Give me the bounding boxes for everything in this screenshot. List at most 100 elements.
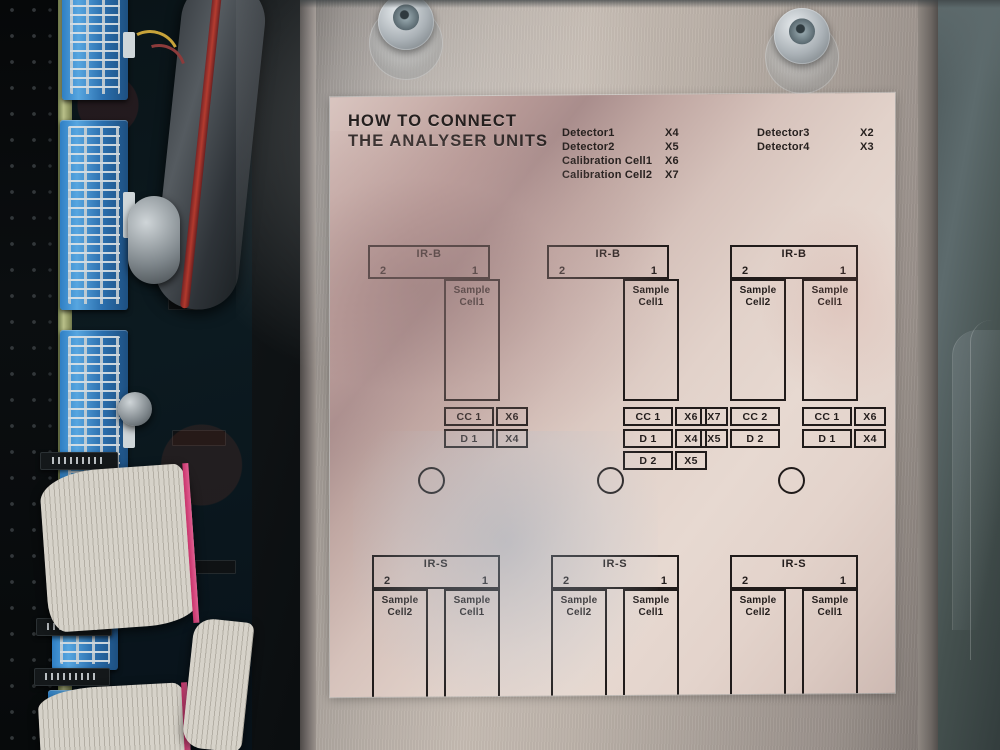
idc-connector[interactable] [62,0,135,100]
legend-row: Calibration Cell1 X6 [562,155,691,167]
enclosure-wall [938,0,1000,750]
sample-cell-label-line1: Sample [632,285,670,296]
legend-item-name: Calibration Cell2 [562,169,653,181]
adjustment-knob[interactable] [418,467,445,494]
legend-item-value: X4 [665,127,679,139]
diagram-row: IR-S21SampleCell2X7CC 2X2D 3SampleCell1C… [330,555,895,698]
legend-column-right: Detector3 X2 Detector4 X3 [757,127,886,181]
panel-screw[interactable] [378,0,434,50]
ir-port-2: 2 [380,265,387,277]
port-tag-value: X4 [496,429,528,448]
port-tag-name: CC 1 [802,407,852,426]
instrument-front-panel: HOW TO CONNECT THE ANALYSER UNITS Detect… [236,0,940,750]
port-tag-name: D 1 [444,429,494,448]
ir-port-2: 2 [742,575,749,587]
ir-unit-label: IR-B [416,248,442,260]
ir-port-1: 1 [839,265,846,277]
port-tag-name: D 1 [802,429,852,448]
legend-item-name: Detector2 [562,141,615,153]
sample-cell-label-line1: Sample [739,595,777,606]
port-tag-name: D 2 [730,429,780,448]
sample-cell-label-line2: Cell1 [817,297,843,308]
ir-unit-label: IR-B [595,248,621,260]
panel-left-edge [300,0,316,750]
sample-cell-label-line2: Cell2 [745,297,771,308]
legend-item-name: Calibration Cell1 [562,155,653,167]
sample-cell-label-line2: Cell1 [459,607,485,618]
ir-unit-label: IR-S [602,558,628,570]
panel-top-shadow [300,0,1000,8]
ribbon-cable [38,462,200,634]
sample-cell-label-line1: Sample [381,595,419,606]
ribbon-cable [37,682,193,750]
ir-port-1: 1 [839,575,846,587]
ir-port-2: 2 [742,265,749,277]
ir-port-1: 1 [471,265,478,277]
capacitor [128,196,180,284]
legend-row: Calibration Cell2 X7 [562,169,691,181]
legend-item-value: X2 [860,127,874,139]
legend-item-name: Detector4 [757,141,810,153]
port-tag-prefix: X5 [700,429,728,448]
legend-item-name: Detector1 [562,127,615,139]
adjustment-knob[interactable] [597,467,624,494]
sample-cell-label-line2: Cell2 [566,607,592,618]
connector-legend: Detector1 X4 Detector2 X5 Calibration Ce… [562,127,886,181]
sample-cell-label-line1: Sample [811,595,849,606]
legend-item-value: X5 [665,141,679,153]
ir-port-1: 1 [481,575,488,587]
ribbon-connector-head[interactable] [34,668,110,686]
ir-port-1: 1 [660,575,667,587]
analyser-diagram: IR-S21SampleCell2X7CC 2X2D 3X3D 4SampleC… [716,555,895,698]
port-tag-name: D 2 [623,451,673,470]
enclosure-bracket [952,330,1000,630]
ir-port-2: 2 [384,575,391,587]
port-tag-value: X4 [854,429,886,448]
adjustment-knob[interactable] [778,467,805,494]
sample-cell-label-line1: Sample [739,285,777,296]
port-tag-value: X6 [496,407,528,426]
legend-item-name: Detector3 [757,127,810,139]
sample-cell-label-line2: Cell2 [745,607,771,618]
ribbon-connector-head[interactable] [40,452,118,470]
port-tag-prefix: X7 [700,407,728,426]
analyser-diagram: IR-S21SampleCell2X7CC 2X2D 3SampleCell1C… [358,555,537,698]
sample-cell-label-line2: Cell1 [817,607,843,618]
idc-connector[interactable] [60,120,135,310]
legend-item-value: X3 [860,141,874,153]
panel-screw[interactable] [774,8,830,64]
legend-row: Detector3 X2 [757,127,886,139]
label-header: HOW TO CONNECT THE ANALYSER UNITS [348,111,548,151]
legend-column-left: Detector1 X4 Detector2 X5 Calibration Ce… [562,127,691,181]
panel-right-edge [918,0,940,750]
ir-port-2: 2 [559,265,566,277]
sample-cell-label-line2: Cell1 [459,297,485,308]
port-tag-value: X5 [675,451,707,470]
ir-unit-label: IR-B [781,248,807,260]
port-tag-name: CC 1 [623,407,673,426]
ir-unit-box: IR-B 2 1 [730,245,858,279]
port-tag-name: CC 1 [444,407,494,426]
legend-item-value: X7 [665,169,679,181]
port-tag-value: X6 [854,407,886,426]
ir-unit-label: IR-S [781,558,807,570]
